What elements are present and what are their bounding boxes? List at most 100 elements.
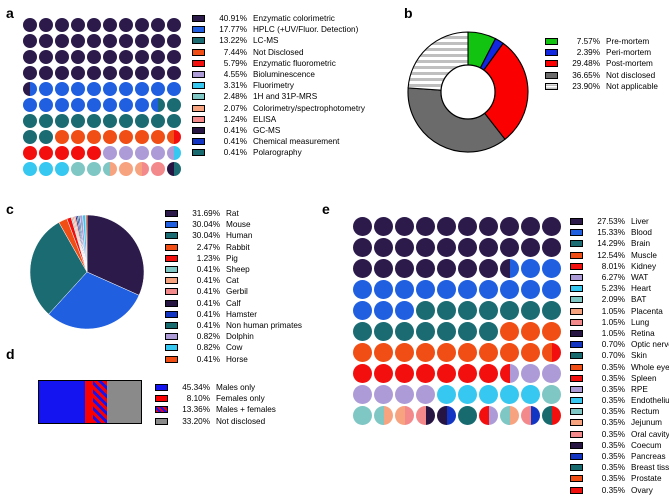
waffle-cell <box>542 364 561 383</box>
waffle-cell-left <box>135 146 142 160</box>
legend-item: 0.35%Endothelium <box>570 395 669 406</box>
waffle-cell <box>87 114 101 128</box>
waffle-cell <box>39 114 53 128</box>
waffle-cell <box>103 162 117 176</box>
waffle-cell-right <box>126 98 133 112</box>
waffle-cell <box>151 146 165 160</box>
waffle-cell-left <box>103 98 110 112</box>
waffle-cell <box>71 34 85 48</box>
waffle-cell-right <box>142 66 149 80</box>
waffle-cell-right <box>46 162 53 176</box>
waffle-cell-left <box>479 259 489 278</box>
waffle-cell <box>458 385 477 404</box>
waffle-cell-right <box>446 259 456 278</box>
waffle-cell-left <box>167 34 174 48</box>
waffle-cell-left <box>353 385 363 404</box>
legend-swatch <box>570 363 583 371</box>
legend-label: Heart <box>631 284 652 294</box>
waffle-cell-right <box>94 114 101 128</box>
waffle-cell <box>87 162 101 176</box>
waffle-cell <box>374 385 393 404</box>
waffle-cell-left <box>23 146 30 160</box>
waffle-cell-right <box>362 280 372 299</box>
legend-percent: 13.22% <box>219 36 247 46</box>
waffle-cell-left <box>500 343 510 362</box>
legend-swatch <box>165 210 178 218</box>
waffle-cell-right <box>110 98 117 112</box>
waffle-cell <box>479 259 498 278</box>
waffle-cell <box>395 280 414 299</box>
waffle-cell-left <box>395 217 405 236</box>
legend-label: Spleen <box>631 373 657 383</box>
legend-percent: 33.20% <box>182 416 210 426</box>
waffle-cell-left <box>500 322 510 341</box>
waffle-cell-left <box>542 280 552 299</box>
waffle-cell-right <box>126 130 133 144</box>
legend-swatch <box>155 417 168 425</box>
legend-label: Colorimetry/spectrophotometry <box>253 103 365 113</box>
legend-label: Chemical measurement <box>253 137 340 147</box>
waffle-cell-left <box>87 66 94 80</box>
waffle-cell-right <box>174 114 181 128</box>
waffle-cell-left <box>39 34 46 48</box>
waffle-cell-left <box>542 301 552 320</box>
legend-swatch <box>570 251 583 259</box>
waffle-cell-left <box>151 146 158 160</box>
legend-label: Not disclosed <box>216 416 266 426</box>
legend-swatch <box>570 475 583 483</box>
waffle-cell <box>353 259 372 278</box>
waffle-cell-right <box>78 98 85 112</box>
waffle-cell <box>542 280 561 299</box>
waffle-cell-right <box>509 301 519 320</box>
legend-swatch <box>165 266 178 274</box>
legend-label: Cow <box>226 343 243 353</box>
waffle-cell <box>23 82 37 96</box>
waffle-cell <box>479 364 498 383</box>
waffle-cell-right <box>110 66 117 80</box>
waffle-cell <box>458 322 477 341</box>
waffle-cell-right <box>446 406 456 425</box>
waffle-cell-right <box>62 146 69 160</box>
legend-item: 36.65%Not disclosed <box>545 70 658 81</box>
legend-label: Not applicable <box>606 81 658 91</box>
waffle-cell-right <box>467 217 477 236</box>
waffle-cell-right <box>404 364 414 383</box>
waffle-cell <box>542 385 561 404</box>
legend-percent: 0.35% <box>601 396 625 406</box>
waffle-cell-left <box>521 343 531 362</box>
legend-percent: 0.35% <box>601 429 625 439</box>
waffle-cell-left <box>23 82 30 96</box>
waffle-cell-left <box>416 343 426 362</box>
waffle-cell <box>479 343 498 362</box>
legend-swatch <box>570 240 583 248</box>
waffle-cell-right <box>530 406 540 425</box>
legend-swatch <box>545 71 558 79</box>
waffle-cell-right <box>126 66 133 80</box>
waffle-cell-left <box>500 238 510 257</box>
waffle-cell-right <box>551 343 561 362</box>
waffle-cell-left <box>23 34 30 48</box>
waffle-cell-left <box>395 238 405 257</box>
waffle-cell-left <box>55 114 62 128</box>
waffle-cell-right <box>30 82 37 96</box>
waffle-cell-left <box>458 217 468 236</box>
legend-label: WAT <box>631 273 649 283</box>
legend-percent: 40.91% <box>219 14 247 24</box>
waffle-cell <box>167 162 181 176</box>
waffle-cell-right <box>446 217 456 236</box>
waffle-cell-right <box>62 98 69 112</box>
legend-label: Coecum <box>631 440 662 450</box>
waffle-cell-right <box>158 146 165 160</box>
waffle-cell <box>55 146 69 160</box>
waffle-cell-right <box>158 114 165 128</box>
waffle-cell-right <box>362 322 372 341</box>
waffle-cell-left <box>87 114 94 128</box>
legend-item: 0.41%Non human primates <box>165 320 302 331</box>
waffle-cell <box>437 280 456 299</box>
legend-percent: 30.04% <box>192 220 220 230</box>
waffle-cell-left <box>103 146 110 160</box>
waffle-cell-left <box>119 34 126 48</box>
legend-percent: 8.01% <box>601 261 625 271</box>
waffle-cell <box>500 406 519 425</box>
